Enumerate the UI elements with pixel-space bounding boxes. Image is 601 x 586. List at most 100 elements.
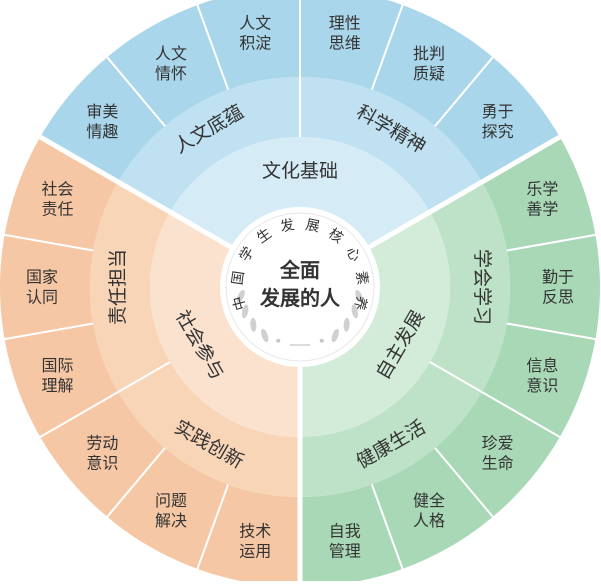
inner-label: 文化基础 bbox=[262, 160, 338, 182]
outer-label: 国际理解 bbox=[42, 356, 74, 395]
orange-middle-ring bbox=[89, 182, 301, 497]
outer-cell-divider bbox=[370, 483, 404, 570]
outer-label-line-1: 劳动 bbox=[86, 433, 118, 452]
outer-label-line-2: 积淀 bbox=[239, 34, 271, 53]
arc-text-char: 养 bbox=[350, 294, 369, 312]
outer-label-line-2: 反思 bbox=[542, 288, 574, 307]
arc-text-char: 国 bbox=[230, 270, 248, 286]
outer-label: 国家认同 bbox=[26, 268, 58, 307]
outer-label-line-2: 认同 bbox=[26, 288, 58, 307]
blue-middle-ring bbox=[118, 77, 482, 212]
laurel-leaf bbox=[343, 317, 350, 332]
outer-label-line-1: 勤于 bbox=[542, 268, 574, 287]
outer-label-line-1: 审美 bbox=[86, 102, 118, 121]
center-circle bbox=[220, 207, 380, 367]
outer-cell-divider bbox=[4, 233, 94, 252]
dividers-layer bbox=[4, 0, 596, 586]
outer-label-line-2: 管理 bbox=[329, 542, 361, 561]
outer-cell-divider bbox=[481, 391, 561, 438]
sector-divider bbox=[38, 134, 232, 250]
laurel-leaf bbox=[355, 289, 364, 303]
outer-label-line-1: 珍爱 bbox=[482, 433, 514, 452]
green-middle-ring bbox=[300, 182, 511, 497]
outer-label-line-1: 国家 bbox=[26, 268, 58, 287]
outer-cell-divider bbox=[434, 447, 494, 518]
outer-cell-divider bbox=[4, 322, 94, 341]
center-title-line-1: 全面 bbox=[279, 258, 320, 282]
center-circle-outline bbox=[225, 212, 375, 362]
laurel-leaf bbox=[351, 304, 359, 319]
outer-label-line-2: 理解 bbox=[42, 376, 74, 395]
blue-outer-ring bbox=[40, 0, 560, 182]
outer-cell-divider bbox=[434, 56, 494, 127]
laurel-dot bbox=[276, 338, 281, 343]
outer-label-line-2: 情怀 bbox=[155, 64, 187, 83]
outer-label-line-1: 乐学 bbox=[526, 179, 558, 198]
outer-label: 人文积淀 bbox=[239, 14, 271, 53]
outer-label-line-1: 信息 bbox=[526, 356, 558, 375]
laurel-icon bbox=[236, 289, 364, 346]
outer-label-line-1: 社会 bbox=[42, 179, 74, 198]
outer-label-line-1: 健全 bbox=[413, 491, 445, 510]
outer-label-line-1: 勇于 bbox=[482, 102, 514, 121]
middle-cell-divider bbox=[429, 361, 483, 393]
outer-label: 信息意识 bbox=[526, 356, 558, 395]
outer-cell-divider bbox=[370, 4, 404, 91]
outer-label: 问题解决 bbox=[155, 491, 187, 530]
outer-label-line-2: 善学 bbox=[526, 199, 558, 218]
outer-label-line-1: 人文 bbox=[239, 14, 271, 33]
outer-label-line-2: 人格 bbox=[413, 511, 445, 530]
center-title-line-2: 发展的人 bbox=[259, 286, 341, 310]
outer-label: 劳动意识 bbox=[86, 433, 118, 472]
arc-text-char: 展 bbox=[304, 217, 321, 236]
outer-label-line-1: 问题 bbox=[155, 491, 187, 510]
arc-text-char: 中 bbox=[231, 294, 250, 312]
outer-label-line-2: 思维 bbox=[329, 34, 361, 53]
outer-label: 技术运用 bbox=[239, 522, 271, 561]
outer-cell-divider bbox=[506, 322, 596, 341]
laurel-leaf bbox=[331, 328, 339, 343]
outer-label-line-1: 国际 bbox=[42, 356, 74, 375]
orange-outer-ring bbox=[0, 137, 300, 586]
middle-label: 责任担当 bbox=[107, 249, 129, 325]
outer-label-line-1: 理性 bbox=[329, 14, 361, 33]
outer-label: 勤于反思 bbox=[542, 268, 574, 307]
outer-label: 勇于探究 bbox=[482, 102, 514, 141]
outer-label-line-2: 探究 bbox=[482, 122, 514, 141]
outer-label: 批判质疑 bbox=[413, 44, 445, 83]
outer-label: 理性思维 bbox=[329, 14, 361, 53]
outer-label-line-2: 情趣 bbox=[86, 122, 118, 141]
outer-label: 人文情怀 bbox=[155, 44, 187, 83]
sector-divider bbox=[368, 134, 562, 250]
outer-label-line-2: 责任 bbox=[42, 199, 74, 218]
outer-label-line-2: 运用 bbox=[239, 542, 271, 561]
outer-cell-divider bbox=[506, 233, 596, 252]
outer-label-line-2: 意识 bbox=[86, 453, 118, 472]
outer-cell-divider bbox=[106, 56, 166, 127]
outer-label: 健全人格 bbox=[413, 491, 445, 530]
outer-cell-divider bbox=[196, 483, 230, 570]
outer-label-line-1: 人文 bbox=[155, 44, 187, 63]
outer-label-line-2: 解决 bbox=[155, 511, 187, 530]
center-hub: 全面 发展的人 中国学生发展核心素养 bbox=[220, 207, 380, 367]
laurel-leaf bbox=[241, 304, 249, 319]
laurel-dot bbox=[319, 338, 324, 343]
arc-text-char: 发 bbox=[279, 217, 296, 236]
middle-label: 学会学习 bbox=[471, 249, 493, 325]
outer-label: 珍爱生命 bbox=[482, 433, 514, 472]
outer-label-line-1: 批判 bbox=[413, 44, 445, 63]
outer-label-line-1: 技术 bbox=[239, 522, 271, 541]
laurel-leaf bbox=[236, 289, 245, 303]
outer-label-line-2: 生命 bbox=[482, 453, 514, 472]
outer-label-line-2: 质疑 bbox=[413, 64, 445, 83]
laurel-leaf bbox=[250, 317, 257, 332]
laurel-leaf bbox=[261, 328, 269, 343]
middle-cell-divider bbox=[117, 361, 171, 393]
outer-label: 审美情趣 bbox=[86, 102, 118, 141]
outer-label: 自我管理 bbox=[329, 522, 361, 561]
outer-label-line-2: 意识 bbox=[526, 376, 558, 395]
outer-label: 社会责任 bbox=[42, 179, 74, 218]
